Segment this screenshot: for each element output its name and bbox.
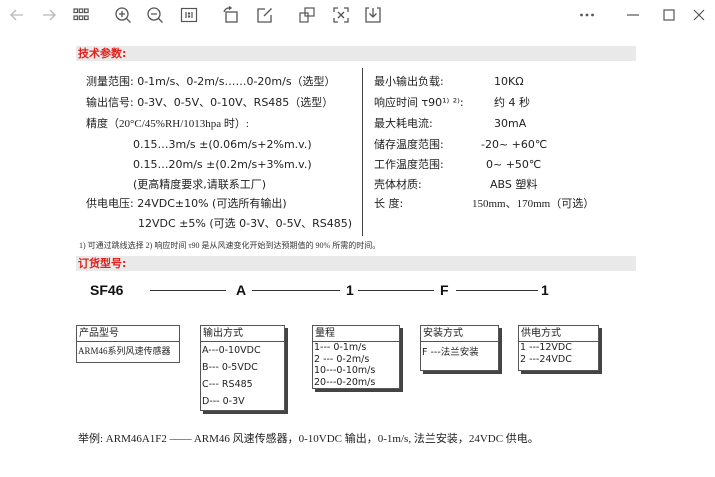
code-range: 1 [346, 282, 354, 298]
spec-min-load-value: 10KΩ [494, 75, 524, 88]
grid-icon[interactable] [72, 6, 90, 24]
box-range-row-1: 1--- 0-1m/s [314, 342, 367, 353]
back-arrow-icon[interactable] [8, 6, 26, 24]
order-section-title: 订货型号: [78, 257, 127, 270]
code-line-1 [150, 290, 226, 291]
order-section-bar [76, 256, 636, 271]
spec-housing-label: 壳体材质: [374, 178, 422, 191]
column-divider [362, 68, 363, 236]
box-power-row-2: 2 ---24VDC [520, 353, 572, 365]
box-range-row-2: 2 --- 0-2m/s [314, 353, 370, 365]
code-power: 1 [541, 282, 549, 298]
spec-storage-temp-label: 储存温度范围: [374, 138, 444, 151]
spec-min-load-label: 最小输出负载: [374, 75, 444, 88]
box-product-row: ARM46系列风速传感器 [78, 346, 171, 356]
box-range-row-10: 10---0-10m/s [314, 365, 376, 376]
box-output-row-d: D--- 0-3V [202, 396, 245, 407]
tech-section-title: 技术参数: [78, 47, 127, 60]
fit-icon[interactable] [332, 6, 350, 24]
spec-current-label: 最大耗电流: [374, 117, 433, 130]
code-model: SF46 [90, 282, 124, 298]
spec-output: 输出信号: 0-3V、0-5V、0-10V、RS485（选型） [86, 96, 334, 109]
spec-length-label: 长 度: [374, 197, 404, 210]
crop-icon[interactable] [298, 6, 316, 24]
tech-section-bar [76, 46, 636, 61]
more-icon[interactable] [578, 6, 596, 24]
box-range-row-20: 20---0-20m/s [314, 376, 376, 388]
code-line-2 [252, 290, 340, 291]
code-line-3 [358, 290, 434, 291]
edit-icon[interactable] [256, 6, 274, 24]
spec-supply-24v: 供电电压: 24VDC±10% (可选所有输出) [86, 197, 287, 210]
box-product-header: 产品型号 [77, 326, 179, 342]
close-icon[interactable] [690, 6, 708, 24]
code-line-4 [456, 290, 538, 291]
spec-response-label: 响应时间 τ90¹⁾ ²⁾: [374, 96, 464, 109]
spec-accuracy-2: 0.15…20m/s ±(0.2m/s+3%m.v.) [133, 158, 312, 171]
box-output-row-b: B--- 0-5VDC [202, 362, 258, 373]
spec-accuracy: 精度（20°C/45%RH/1013hpa 时）: [86, 118, 249, 130]
spec-work-temp-label: 工作温度范围: [374, 158, 444, 171]
spec-supply-12v: 12VDC ±5% (可选 0-3V、0-5V、RS485) [138, 217, 353, 230]
spec-work-temp-value: 0~ +50℃ [486, 158, 542, 171]
viewer-toolbar [0, 0, 715, 30]
document-page: 技术参数: 测量范围: 0-1m/s、0-2m/s……0-20m/s（选型） 输… [0, 30, 715, 477]
box-product-model: 产品型号 ARM46系列风速传感器 [76, 325, 180, 363]
spec-response-value: 约 4 秒 [494, 96, 530, 109]
box-measuring-range: 量程 1--- 0-1m/s 2 --- 0-2m/s 10---0-10m/s… [312, 325, 400, 389]
rotate-icon[interactable] [222, 6, 240, 24]
box-output-row-a: A---0-10VDC [202, 345, 261, 356]
spec-length-value: 150mm、170mm（可选） [472, 198, 595, 210]
spec-accuracy-1: 0.15…3m/s ±(0.06m/s+2%m.v.) [133, 138, 312, 151]
forward-arrow-icon[interactable] [40, 6, 58, 24]
maximize-icon[interactable] [660, 6, 678, 24]
spec-storage-temp-value: -20~ +60℃ [481, 138, 548, 151]
zoom-in-icon[interactable] [114, 6, 132, 24]
box-output-header: 输出方式 [201, 326, 284, 342]
spec-accuracy-note: (更高精度要求,请联系工厂) [133, 178, 267, 191]
footnote: 1) 可通过跳线选择 2) 响应时间 τ90 是从风速变化开始到达预期值的 90… [79, 241, 381, 250]
box-install-header: 安装方式 [421, 326, 498, 342]
spec-housing-value: ABS 塑料 [490, 178, 538, 191]
code-install: F [440, 282, 449, 298]
box-install-method: 安装方式 F ---法兰安装 [420, 325, 499, 371]
box-install-row: F ---法兰安装 [422, 347, 479, 358]
code-output: A [236, 282, 247, 298]
spec-current-value: 30mA [494, 117, 527, 130]
box-output-row-c: C--- RS485 [202, 379, 253, 390]
box-power-header: 供电方式 [519, 326, 598, 342]
box-range-header: 量程 [313, 326, 399, 342]
minimize-icon[interactable] [624, 6, 642, 24]
spec-range: 测量范围: 0-1m/s、0-2m/s……0-20m/s（选型） [86, 75, 336, 88]
zoom-out-icon[interactable] [146, 6, 164, 24]
save-icon[interactable] [364, 6, 382, 24]
box-output-type: 输出方式 A---0-10VDC B--- 0-5VDC C--- RS485 … [200, 325, 285, 411]
box-power-row-1: 1 ---12VDC [520, 342, 572, 353]
box-power-supply: 供电方式 1 ---12VDC 2 ---24VDC [518, 325, 599, 371]
order-example: 举例: ARM46A1F2 —— ARM46 风速传感器，0-10VDC 输出，… [78, 433, 539, 445]
actual-size-icon[interactable] [180, 6, 198, 24]
